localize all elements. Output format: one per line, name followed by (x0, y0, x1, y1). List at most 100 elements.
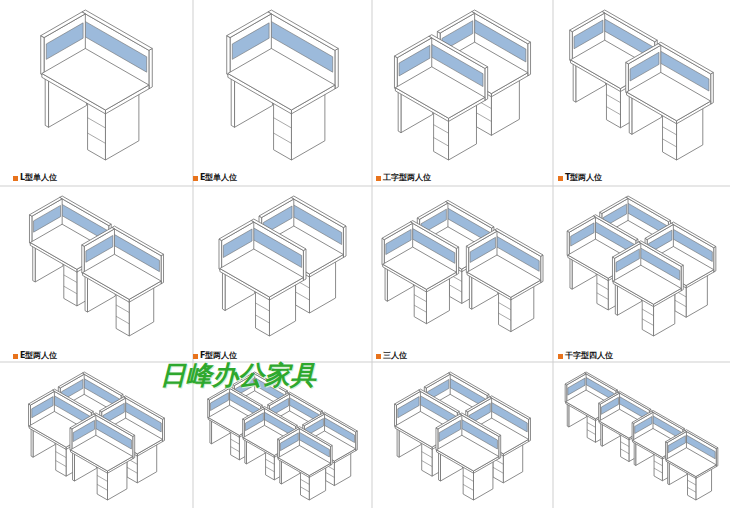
desk-face (668, 461, 670, 485)
drawer-line (463, 475, 473, 481)
desk-face (599, 403, 601, 422)
desk-face (398, 90, 401, 132)
desk-face (615, 283, 617, 315)
desk-face (382, 238, 384, 266)
desk-face (395, 404, 397, 427)
drawer-line (88, 118, 106, 128)
desk-face (565, 384, 567, 403)
drawer-line (326, 472, 335, 477)
desk-face (627, 72, 711, 120)
desk-face (567, 231, 569, 257)
workstation-drawing (41, 10, 153, 160)
desk-face (632, 422, 634, 441)
drawer-line (97, 484, 107, 490)
desk-face (612, 257, 614, 283)
desk-face (245, 439, 247, 464)
desk-face (383, 247, 457, 289)
model-caption: 三人位 (383, 351, 407, 361)
drawer-line (493, 467, 503, 473)
drawer-line (688, 480, 696, 485)
drawer-line (231, 439, 240, 444)
model-caption: 工字型两人位 (383, 173, 431, 183)
drawer-line (256, 303, 270, 311)
workstation-drawing (382, 200, 543, 331)
drawer-line (476, 113, 491, 122)
desk-face (466, 246, 468, 274)
desk-face (397, 428, 399, 457)
drawer-line (499, 313, 511, 320)
drawer-line (266, 459, 275, 464)
caption-marker (376, 176, 381, 181)
grid-line (372, 0, 373, 508)
drawer-line (64, 275, 77, 283)
desk-face (227, 36, 230, 76)
desk-face (629, 95, 632, 135)
desk-face (573, 62, 576, 102)
drawer-line (663, 127, 677, 135)
desk-face (626, 62, 629, 94)
desk-face (231, 77, 234, 128)
grid-line (0, 362, 730, 363)
desk-face (208, 399, 210, 419)
drawer-line (414, 295, 426, 302)
drawer-line (663, 139, 677, 147)
drawer-line (606, 107, 620, 115)
workstation-drawing (395, 372, 531, 500)
desk-face (71, 435, 133, 471)
workstation-drawing (29, 372, 165, 500)
caption-marker (376, 354, 381, 359)
drawer-line (463, 484, 473, 490)
drawer-line (56, 461, 66, 467)
drawer-line (654, 461, 662, 466)
caption-marker (13, 354, 18, 359)
desk-face (436, 428, 438, 451)
desk-face (394, 56, 397, 90)
desk-face (33, 245, 35, 282)
workstation-drawing (29, 196, 163, 336)
watermark: 日峰办公家具 (160, 360, 316, 390)
desk-face (567, 403, 569, 427)
drawer-line (301, 479, 310, 484)
grid-line (553, 0, 554, 508)
desk-face (385, 266, 387, 301)
desk-face (70, 428, 72, 451)
drawer-line (654, 468, 662, 473)
desk-face (280, 459, 282, 484)
drawer-line (499, 303, 511, 310)
desk-face (469, 274, 471, 309)
desk-face (439, 452, 441, 481)
desk-face (31, 428, 33, 457)
drawer-line (116, 305, 129, 313)
model-caption: L型单人位 (20, 173, 57, 183)
desk-face (29, 404, 31, 427)
desk-face (82, 245, 84, 275)
drawer-line (88, 133, 106, 143)
desk-face (222, 271, 225, 311)
desk-face (29, 215, 31, 245)
grid-line (193, 0, 194, 508)
workstation-drawing (219, 196, 346, 336)
desk-face (437, 435, 499, 471)
workstation-drawing (570, 10, 714, 160)
drawer-line (231, 447, 240, 452)
desk-face (601, 422, 603, 446)
caption-marker (558, 176, 563, 181)
workstation-drawing (208, 372, 358, 500)
drawer-line (587, 430, 595, 435)
drawer-line (675, 300, 686, 307)
desk-face (219, 239, 222, 271)
drawer-line (434, 138, 449, 147)
desk-face (570, 30, 573, 62)
desk-face (613, 265, 681, 304)
drawer-line (266, 467, 275, 472)
drawer-line (414, 305, 426, 312)
desk-face (528, 42, 531, 76)
drawer-line (296, 292, 310, 300)
model-caption: F型两人位 (200, 351, 237, 361)
desk-face (335, 48, 338, 88)
model-caption: E型两人位 (20, 351, 57, 361)
drawer-line (642, 309, 653, 316)
drawer-line (274, 118, 292, 128)
drawer-line (434, 125, 449, 134)
